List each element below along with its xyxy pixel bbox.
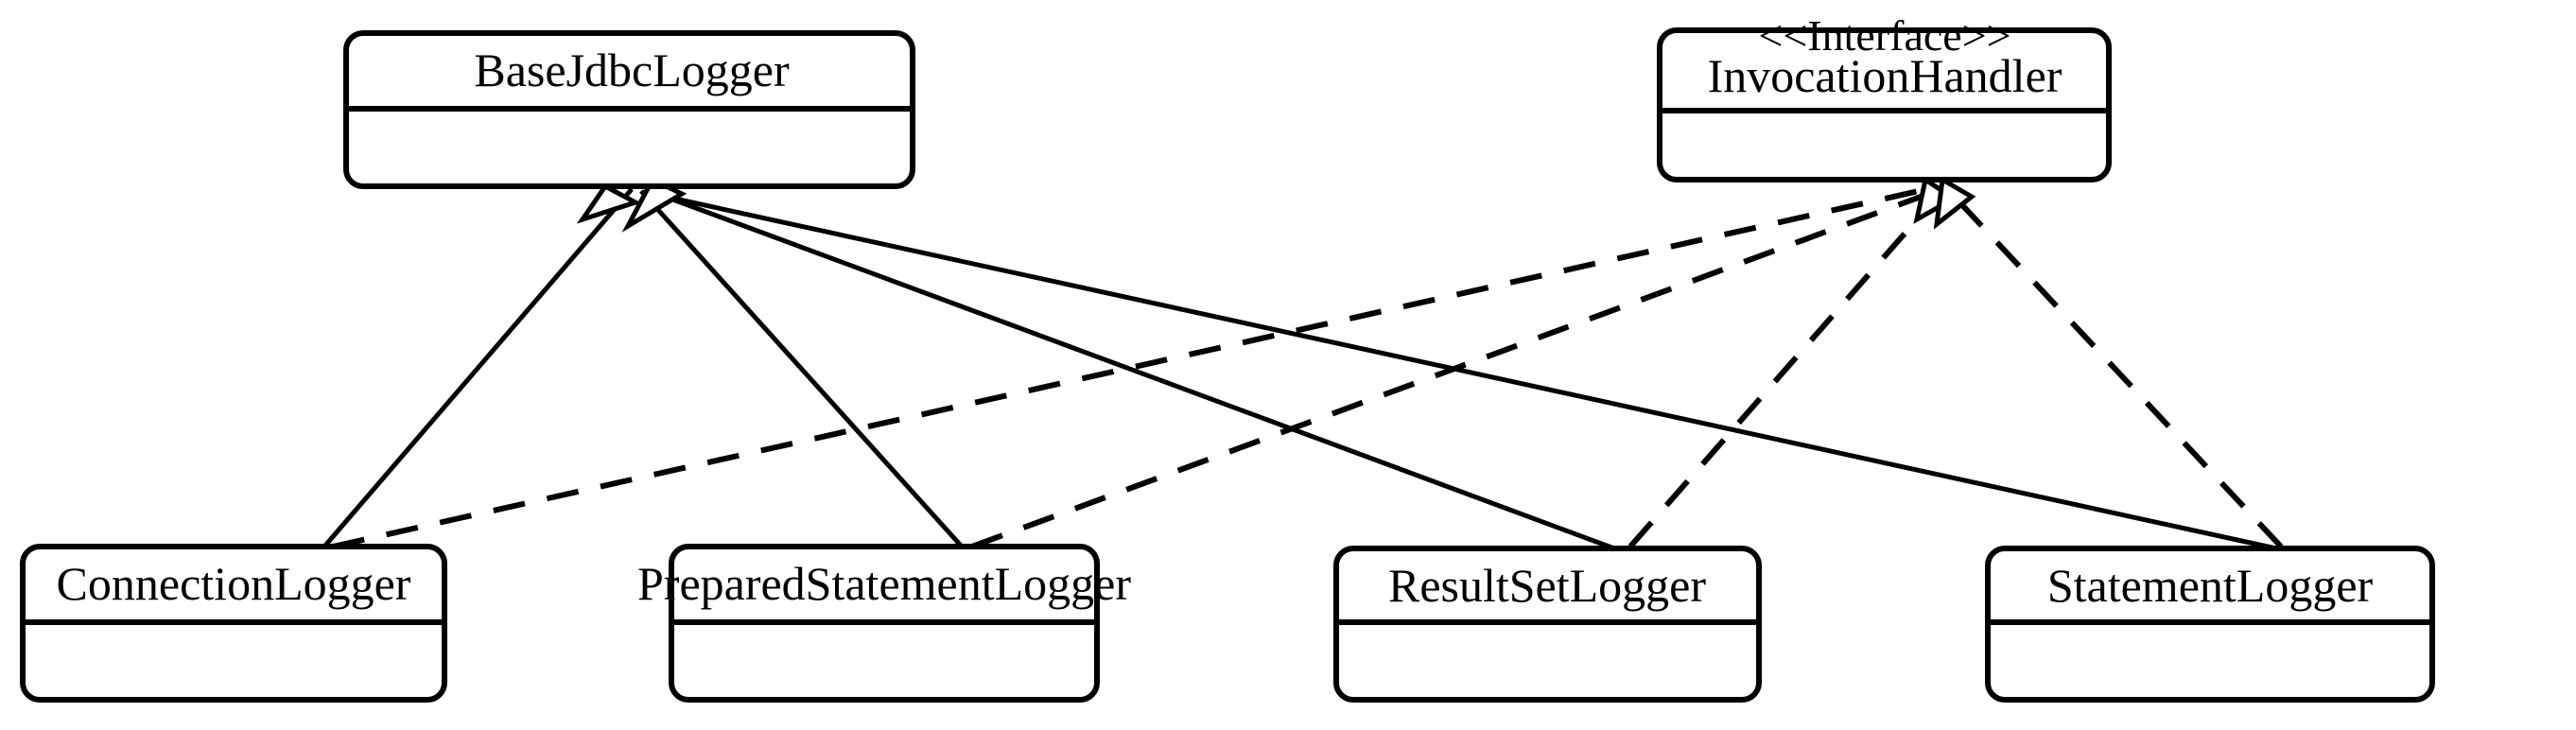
generalization-arrowhead-icon-left — [576, 182, 642, 224]
edge-realization-prepared-statement-logger[interactable] — [970, 190, 1933, 549]
edge-generalization-result-set-logger[interactable] — [652, 189, 1615, 551]
relationship-edges — [322, 186, 2284, 551]
class-name-label: ConnectionLogger — [57, 557, 411, 610]
class-node-connection-logger[interactable]: ConnectionLogger — [20, 544, 447, 703]
edge-realization-result-set-logger[interactable] — [1627, 193, 1941, 548]
arrowheads — [576, 175, 1976, 233]
edge-generalization-prepared-statement-logger[interactable] — [639, 189, 964, 548]
class-node-statement-logger[interactable]: StatementLogger — [1985, 546, 2435, 703]
edge-generalization-connection-logger[interactable] — [322, 187, 634, 548]
class-stereotype-label: <<Interface>> — [1758, 11, 2010, 60]
edge-generalization-statement-logger[interactable] — [656, 192, 2277, 551]
edge-realization-statement-logger[interactable] — [1948, 190, 2284, 549]
class-box-outline — [1657, 27, 2112, 182]
class-node-prepared-statement-logger[interactable]: PreparedStatementLogger — [637, 544, 1131, 703]
class-name-label: InvocationHandler — [1708, 49, 2063, 102]
class-node-invocation-handler[interactable]: <<Interface>> InvocationHandler — [1657, 11, 2112, 182]
class-node-result-set-logger[interactable]: ResultSetLogger — [1333, 546, 1762, 703]
class-name-label: PreparedStatementLogger — [637, 557, 1131, 610]
class-name-label: ResultSetLogger — [1388, 559, 1706, 612]
class-node-base-jdbc-logger[interactable]: BaseJdbcLogger — [343, 30, 915, 189]
class-name-label: BaseJdbcLogger — [474, 43, 790, 96]
realization-arrowhead-icon-right — [1933, 175, 1976, 230]
class-name-label: StatementLogger — [2047, 559, 2374, 612]
